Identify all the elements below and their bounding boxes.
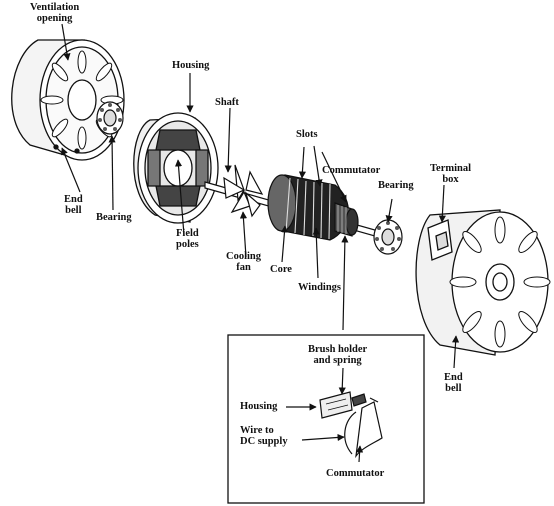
left-end-bell [11,39,125,161]
label-commutator: Commutator [322,165,381,176]
right-end-bell [415,209,551,356]
armature [204,164,383,241]
cooling-fan [223,164,264,218]
housing [133,112,219,224]
left-bearing [96,101,124,135]
label-bearing-left: Bearing [96,212,132,223]
brush-assembly-inset [227,334,425,504]
core [267,174,349,241]
label-windings: Windings [298,282,341,293]
right-bearing [373,219,403,255]
leader-arrows [61,23,460,369]
label-slots: Slots [296,129,318,140]
label-bearing-right: Bearing [378,180,414,191]
terminal-box [427,219,453,261]
label-inset-housing: Housing [240,401,278,412]
label-housing: Housing [172,60,210,71]
label-core: Core [270,264,292,275]
label-shaft: Shaft [215,97,239,108]
label-inset-commutator: Commutator [326,468,385,479]
commutator-part [334,202,359,237]
